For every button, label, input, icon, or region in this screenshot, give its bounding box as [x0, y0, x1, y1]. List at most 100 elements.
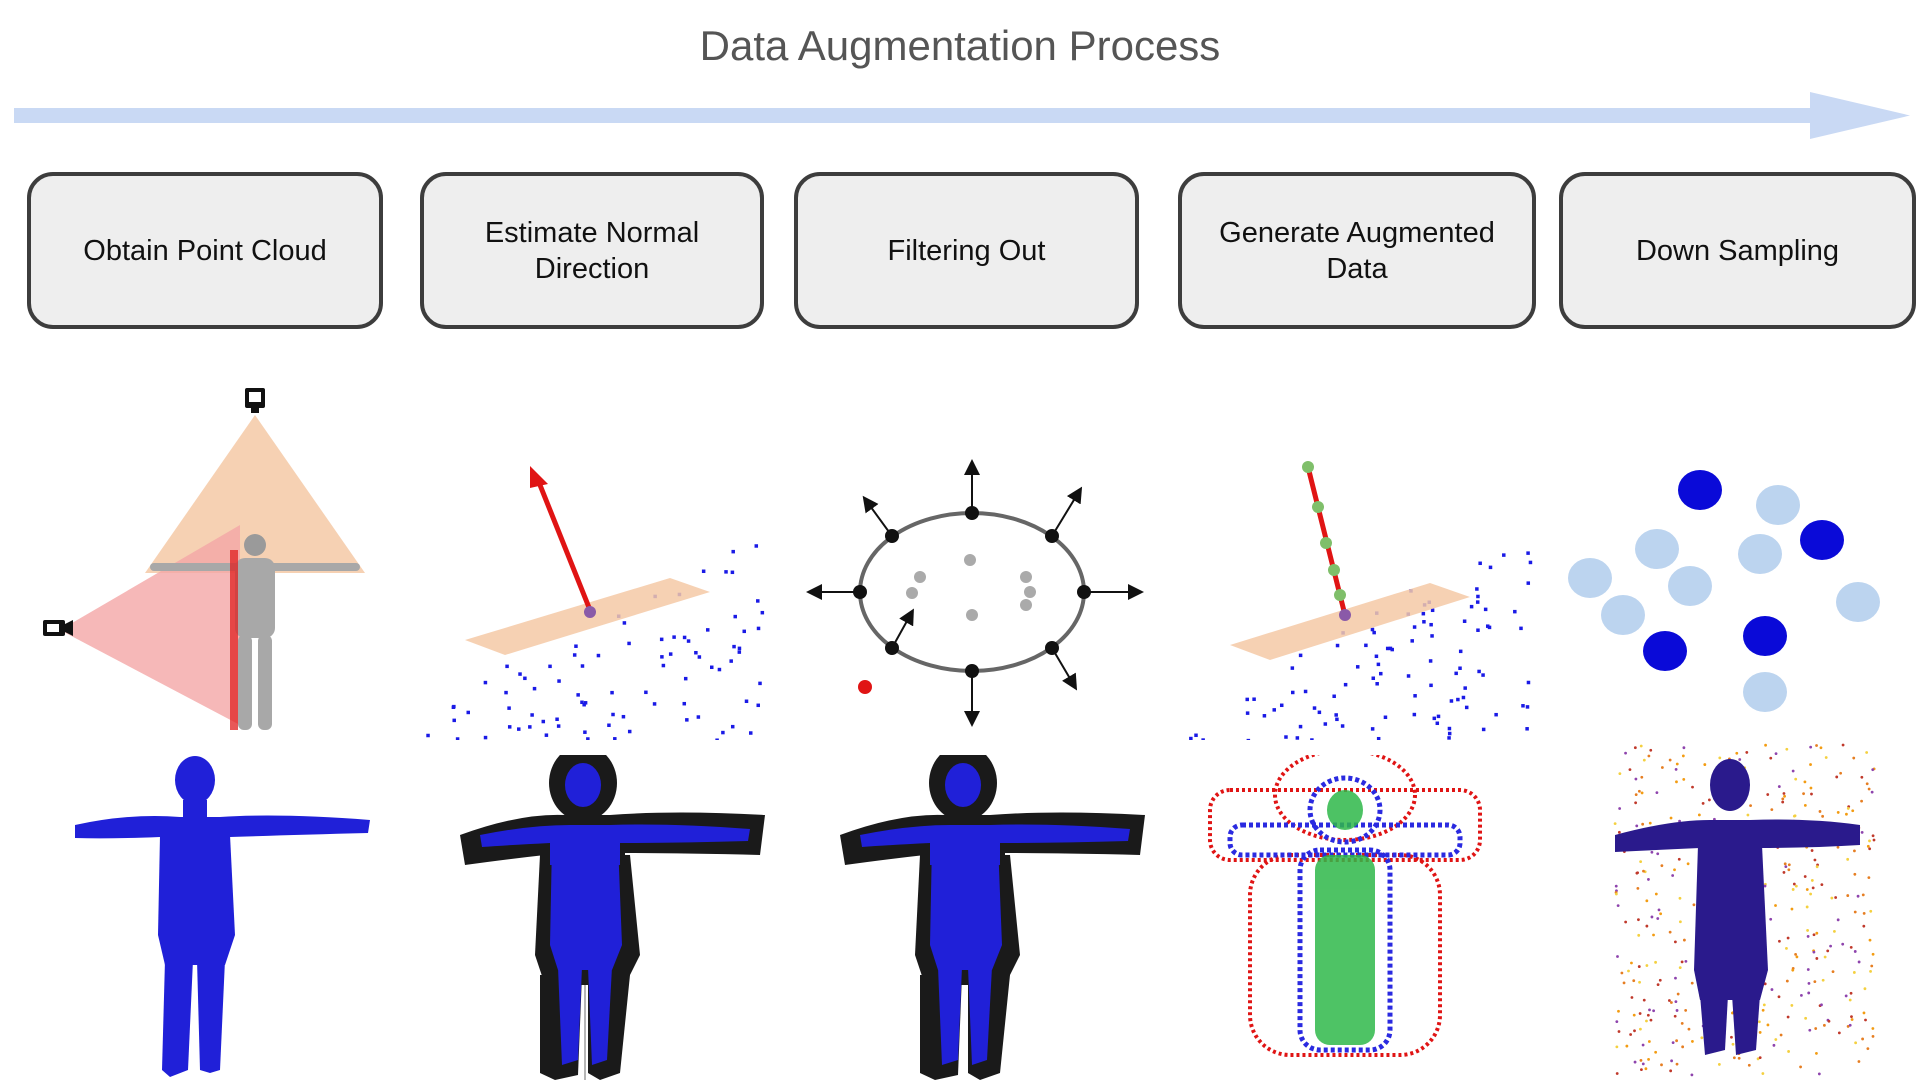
- surface-point: [1494, 712, 1498, 717]
- scatter-point: [1852, 756, 1856, 760]
- scatter-point: [1761, 1008, 1765, 1012]
- surface-point: [607, 723, 611, 728]
- surface-point: [1376, 736, 1381, 740]
- scatter-point: [1827, 1019, 1831, 1023]
- scatter-point: [1868, 847, 1872, 851]
- scatter-point: [1868, 938, 1872, 942]
- scatter-point: [1762, 1003, 1766, 1007]
- surface-point: [455, 737, 460, 740]
- surface-point: [1245, 711, 1250, 715]
- scatter-point: [1844, 994, 1848, 998]
- scatter-point: [1618, 807, 1622, 810]
- surface-point: [730, 724, 735, 729]
- surface-point: [505, 664, 509, 669]
- scatter-point: [1691, 785, 1694, 789]
- surface-point: [1519, 626, 1523, 631]
- scatter-point: [1629, 1033, 1633, 1036]
- scatter-point: [1681, 1045, 1685, 1049]
- scatter-point: [1778, 939, 1781, 943]
- scatter-point: [1836, 918, 1840, 922]
- surface-point: [644, 690, 648, 695]
- filtering-illustration: [806, 459, 1144, 727]
- scatter-point: [1817, 1072, 1821, 1076]
- surface-point: [1298, 653, 1303, 658]
- scatter-point: [1813, 858, 1817, 862]
- surface-point: [1447, 731, 1452, 736]
- scatter-point: [1782, 871, 1786, 874]
- scatter-point: [1809, 786, 1813, 790]
- surface-point: [1461, 695, 1466, 700]
- surface-point: [1429, 622, 1433, 627]
- scatter-point: [1853, 910, 1857, 914]
- scatter-point: [1641, 822, 1645, 826]
- scatter-point: [1774, 904, 1777, 907]
- scatter-point: [1787, 868, 1791, 872]
- scatter-point: [1807, 991, 1811, 995]
- surface-point: [576, 693, 580, 697]
- scatter-point: [1862, 911, 1866, 915]
- surface-point: [518, 672, 522, 676]
- scatter-point: [1654, 1050, 1658, 1054]
- scatter-point: [1707, 798, 1711, 802]
- surface-point: [1364, 643, 1368, 648]
- surface-point: [672, 635, 676, 639]
- surface-point: [737, 650, 742, 654]
- scatter-point: [1655, 791, 1659, 795]
- scatter-point: [1642, 758, 1646, 762]
- surface-point: [1458, 649, 1463, 654]
- scatter-point: [1731, 1042, 1735, 1046]
- scatter-point: [1624, 920, 1628, 924]
- scatter-point: [1871, 1027, 1875, 1030]
- scatter-point: [1671, 1041, 1675, 1045]
- scatter-point: [1615, 1072, 1619, 1075]
- surface-point: [1370, 727, 1375, 731]
- scatter-point: [1632, 1013, 1636, 1017]
- scatter-point: [1649, 748, 1653, 752]
- step-label: Filtering Out: [887, 234, 1046, 267]
- scatter-point: [1802, 792, 1805, 796]
- scatter-point: [1815, 744, 1818, 747]
- scatter-point: [1849, 945, 1853, 949]
- surface-point: [621, 714, 626, 719]
- surface-point: [661, 663, 666, 668]
- scatter-point: [1680, 960, 1684, 964]
- surface-point: [610, 690, 614, 695]
- scatter-point: [1836, 845, 1840, 849]
- process-arrow: [14, 92, 1910, 139]
- surface-point: [580, 664, 585, 668]
- scatter-point: [1813, 980, 1817, 984]
- surface-point: [1335, 643, 1340, 648]
- surface-point: [1464, 705, 1469, 710]
- surface-point: [1310, 738, 1314, 740]
- scatter-point: [1718, 756, 1722, 760]
- scatter-point: [1758, 1056, 1762, 1060]
- surface-point: [756, 703, 760, 708]
- scatter-point: [1809, 745, 1813, 749]
- surface-point: [715, 738, 719, 740]
- surface-point: [1475, 600, 1480, 604]
- surface-point: [1312, 706, 1317, 710]
- surface-point: [1374, 654, 1379, 659]
- surface-point: [1246, 738, 1251, 740]
- surface-point: [1413, 694, 1417, 698]
- scatter-point: [1783, 794, 1786, 798]
- surface-point: [1298, 724, 1303, 729]
- scatter-point: [1766, 1023, 1770, 1027]
- surface-point: [1372, 630, 1376, 635]
- surface-point: [582, 702, 586, 707]
- scatter-point: [1647, 1057, 1650, 1061]
- scatter-point: [1669, 816, 1673, 820]
- surface-point: [1525, 705, 1530, 709]
- scatter-point: [1867, 787, 1871, 791]
- scatter-point: [1811, 886, 1815, 890]
- scatter-point: [1678, 920, 1682, 924]
- surface-point: [1526, 680, 1531, 685]
- scatter-point: [1871, 952, 1875, 956]
- surface-point: [1458, 666, 1462, 670]
- surface-point: [1429, 683, 1433, 688]
- scatter-point: [1799, 1065, 1802, 1069]
- scatter-point: [1633, 1060, 1637, 1064]
- scatter-point: [1830, 896, 1834, 900]
- surface-point: [1456, 697, 1460, 702]
- scatter-point: [1656, 983, 1660, 987]
